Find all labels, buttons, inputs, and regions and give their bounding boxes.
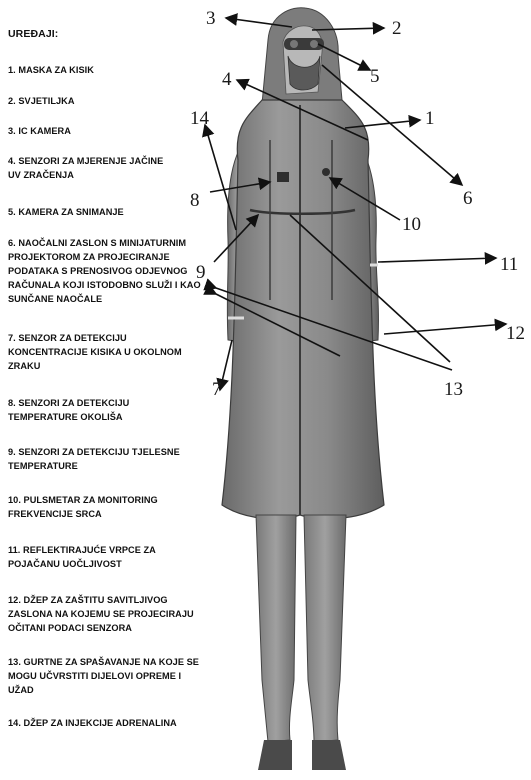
figure-right-leg: [304, 515, 346, 742]
callout-number-4: 4: [222, 69, 232, 90]
callout-number-1: 1: [425, 108, 435, 129]
figure-left-leg: [256, 515, 296, 742]
callout-number-8: 8: [190, 190, 200, 211]
callout-number-6: 6: [463, 188, 473, 209]
callout-number-10: 10: [402, 214, 421, 235]
callout-number-3: 3: [206, 8, 216, 29]
figure-pulse-meter: [322, 168, 330, 176]
callout-line-7: [220, 340, 232, 390]
callout-number-11: 11: [500, 254, 518, 275]
figure-right-boot: [312, 740, 346, 770]
callout-line-11: [378, 258, 496, 262]
callout-number-14: 14: [190, 108, 210, 129]
figure-left-boot: [258, 740, 292, 770]
callout-number-12: 12: [506, 323, 525, 344]
figure-temp-sensor: [277, 172, 289, 182]
callout-number-2: 2: [392, 18, 402, 39]
callout-number-13: 13: [444, 379, 463, 400]
callout-number-9: 9: [196, 262, 206, 283]
callout-number-7: 7: [212, 379, 222, 400]
callout-line-12: [384, 324, 506, 334]
callout-number-5: 5: [370, 66, 380, 87]
